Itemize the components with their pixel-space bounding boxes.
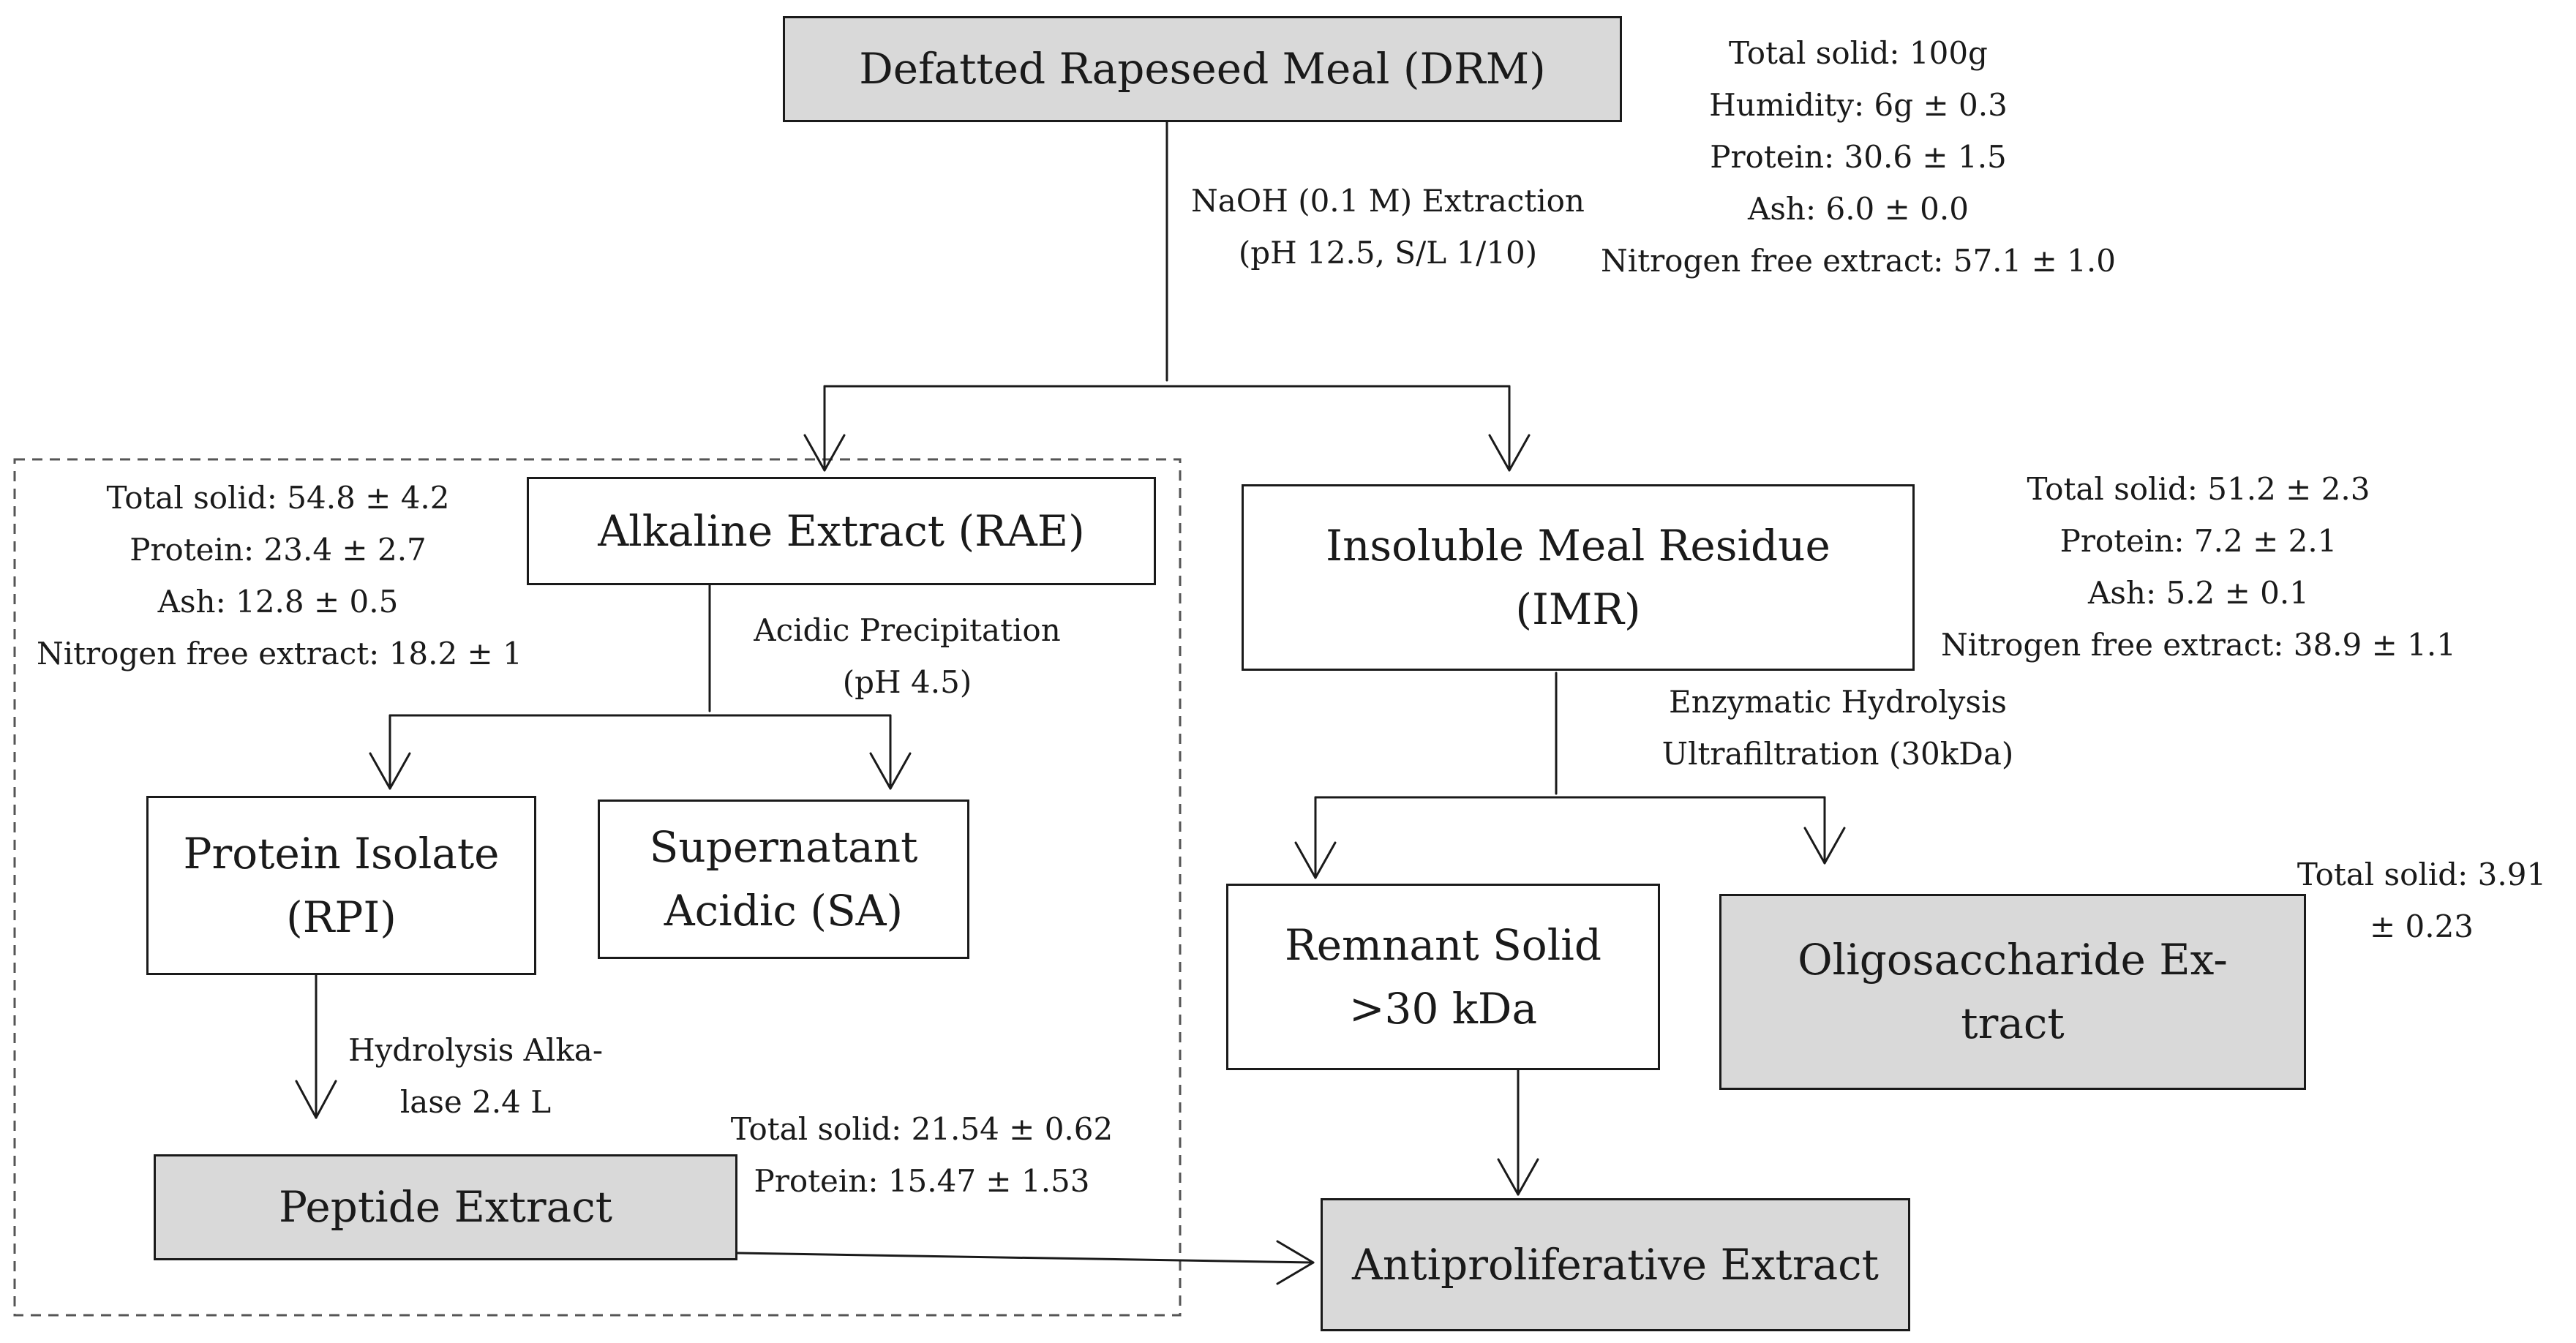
composition-peptide: Total solid: 21.54 ± 0.62 Protein: 15.47… bbox=[702, 1103, 1141, 1207]
connector-peptide-to-antiprolif bbox=[736, 1252, 1315, 1264]
box-rae-line-1: Alkaline Extract (RAE) bbox=[598, 505, 1085, 556]
arrowhead-to-peptide bbox=[295, 1080, 337, 1119]
box-remnant-line-1: Remnant Solid bbox=[1285, 919, 1601, 970]
box-drm-line-1: Defatted Rapeseed Meal (DRM) bbox=[859, 44, 1546, 94]
box-sa-line-1: Supernatant bbox=[649, 822, 918, 872]
box-oligo-line-1: Oligosaccharide Ex- bbox=[1798, 935, 2228, 985]
box-sa-line-2: Acidic (SA) bbox=[664, 886, 904, 936]
step-enzymatic-line-2: Ultrafiltration (30kDa) bbox=[1661, 736, 2014, 772]
step-hydrolysis-alcalase: Hydrolysis Alka- lase 2.4 L bbox=[329, 1024, 622, 1128]
box-imr-line-1: Insoluble Meal Residue bbox=[1326, 520, 1830, 571]
composition-drm-line-2: Humidity: 6g ± 0.3 bbox=[1709, 87, 2008, 123]
composition-drm-line-3: Protein: 30.6 ± 1.5 bbox=[1710, 139, 2007, 175]
composition-drm: Total solid: 100g Humidity: 6g ± 0.3 Pro… bbox=[1588, 27, 2129, 287]
box-peptide-line-1: Peptide Extract bbox=[278, 1182, 613, 1232]
composition-imr-line-4: Nitrogen free extract: 38.9 ± 1.1 bbox=[1941, 627, 2456, 663]
step-enzymatic-hydrolysis: Enzymatic Hydrolysis Ultrafiltration (30… bbox=[1626, 676, 2050, 780]
box-oligo: Oligosaccharide Ex- tract bbox=[1719, 894, 2306, 1090]
composition-imr-line-1: Total solid: 51.2 ± 2.3 bbox=[2027, 471, 2370, 507]
step-naoh-line-2: (pH 12.5, S/L 1/10) bbox=[1238, 235, 1538, 271]
composition-drm-line-5: Nitrogen free extract: 57.1 ± 1.0 bbox=[1601, 243, 2116, 279]
composition-rae-line-3: Ash: 12.8 ± 0.5 bbox=[157, 584, 399, 620]
box-antiprolif: Antiproliferative Extract bbox=[1321, 1198, 1910, 1331]
composition-rae-line-4: Nitrogen free extract: 18.2 ± 1 bbox=[37, 636, 522, 672]
composition-rae-line-1: Total solid: 54.8 ± 4.2 bbox=[106, 480, 450, 516]
arrowhead-to-oligo bbox=[1803, 827, 1846, 865]
box-oligo-line-2: tract bbox=[1961, 998, 2065, 1048]
arrowhead-to-sa bbox=[869, 752, 912, 790]
arrowhead-to-rae bbox=[803, 434, 846, 472]
composition-oligo-line-2: ± 0.23 bbox=[2369, 908, 2474, 944]
arrowhead-to-antiprolif-left bbox=[1276, 1240, 1315, 1285]
box-rpi-line-1: Protein Isolate bbox=[183, 828, 500, 879]
step-acidic-precipitation: Acidic Precipitation (pH 4.5) bbox=[746, 604, 1068, 708]
step-naoh-line-1: NaOH (0.1 M) Extraction bbox=[1191, 183, 1585, 219]
box-drm: Defatted Rapeseed Meal (DRM) bbox=[783, 16, 1622, 122]
step-alcalase-line-2: lase 2.4 L bbox=[399, 1084, 552, 1120]
step-alcalase-line-1: Hydrolysis Alka- bbox=[348, 1032, 604, 1068]
box-rpi: Protein Isolate (RPI) bbox=[146, 796, 536, 975]
composition-oligo-line-1: Total solid: 3.91 bbox=[2297, 857, 2547, 892]
arrowhead-to-rpi bbox=[369, 752, 411, 790]
composition-imr: Total solid: 51.2 ± 2.3 Protein: 7.2 ± 2… bbox=[1931, 463, 2466, 671]
step-acidic-line-2: (pH 4.5) bbox=[842, 664, 972, 700]
arrowhead-to-imr bbox=[1488, 434, 1531, 472]
composition-drm-line-1: Total solid: 100g bbox=[1729, 35, 1988, 71]
box-sa: Supernatant Acidic (SA) bbox=[598, 800, 969, 959]
arrowhead-to-remnant bbox=[1294, 841, 1337, 879]
box-imr-line-2: (IMR) bbox=[1515, 584, 1641, 634]
box-remnant: Remnant Solid >30 kDa bbox=[1226, 884, 1660, 1070]
box-peptide: Peptide Extract bbox=[154, 1154, 737, 1260]
composition-rae-line-2: Protein: 23.4 ± 2.7 bbox=[129, 532, 427, 568]
composition-drm-line-4: Ash: 6.0 ± 0.0 bbox=[1748, 191, 1969, 227]
box-antiprolif-line-1: Antiproliferative Extract bbox=[1352, 1239, 1879, 1290]
composition-peptide-line-2: Protein: 15.47 ± 1.53 bbox=[754, 1163, 1090, 1199]
box-rpi-line-2: (RPI) bbox=[286, 892, 397, 942]
composition-imr-line-2: Protein: 7.2 ± 2.1 bbox=[2059, 523, 2337, 559]
box-remnant-line-2: >30 kDa bbox=[1348, 983, 1538, 1034]
composition-imr-line-3: Ash: 5.2 ± 0.1 bbox=[2088, 575, 2309, 611]
step-enzymatic-line-1: Enzymatic Hydrolysis bbox=[1669, 684, 2007, 720]
composition-oligo: Total solid: 3.91 ± 0.23 bbox=[2275, 849, 2568, 952]
composition-rae: Total solid: 54.8 ± 4.2 Protein: 23.4 ± … bbox=[37, 472, 522, 680]
composition-peptide-line-1: Total solid: 21.54 ± 0.62 bbox=[730, 1111, 1114, 1147]
box-imr: Insoluble Meal Residue (IMR) bbox=[1242, 484, 1915, 671]
step-acidic-line-1: Acidic Precipitation bbox=[754, 612, 1061, 648]
step-naoh-extraction: NaOH (0.1 M) Extraction (pH 12.5, S/L 1/… bbox=[1168, 175, 1607, 279]
box-rae: Alkaline Extract (RAE) bbox=[527, 477, 1156, 585]
arrowhead-to-antiprolif-top bbox=[1497, 1158, 1539, 1196]
dashed-group-region bbox=[13, 458, 1182, 1317]
